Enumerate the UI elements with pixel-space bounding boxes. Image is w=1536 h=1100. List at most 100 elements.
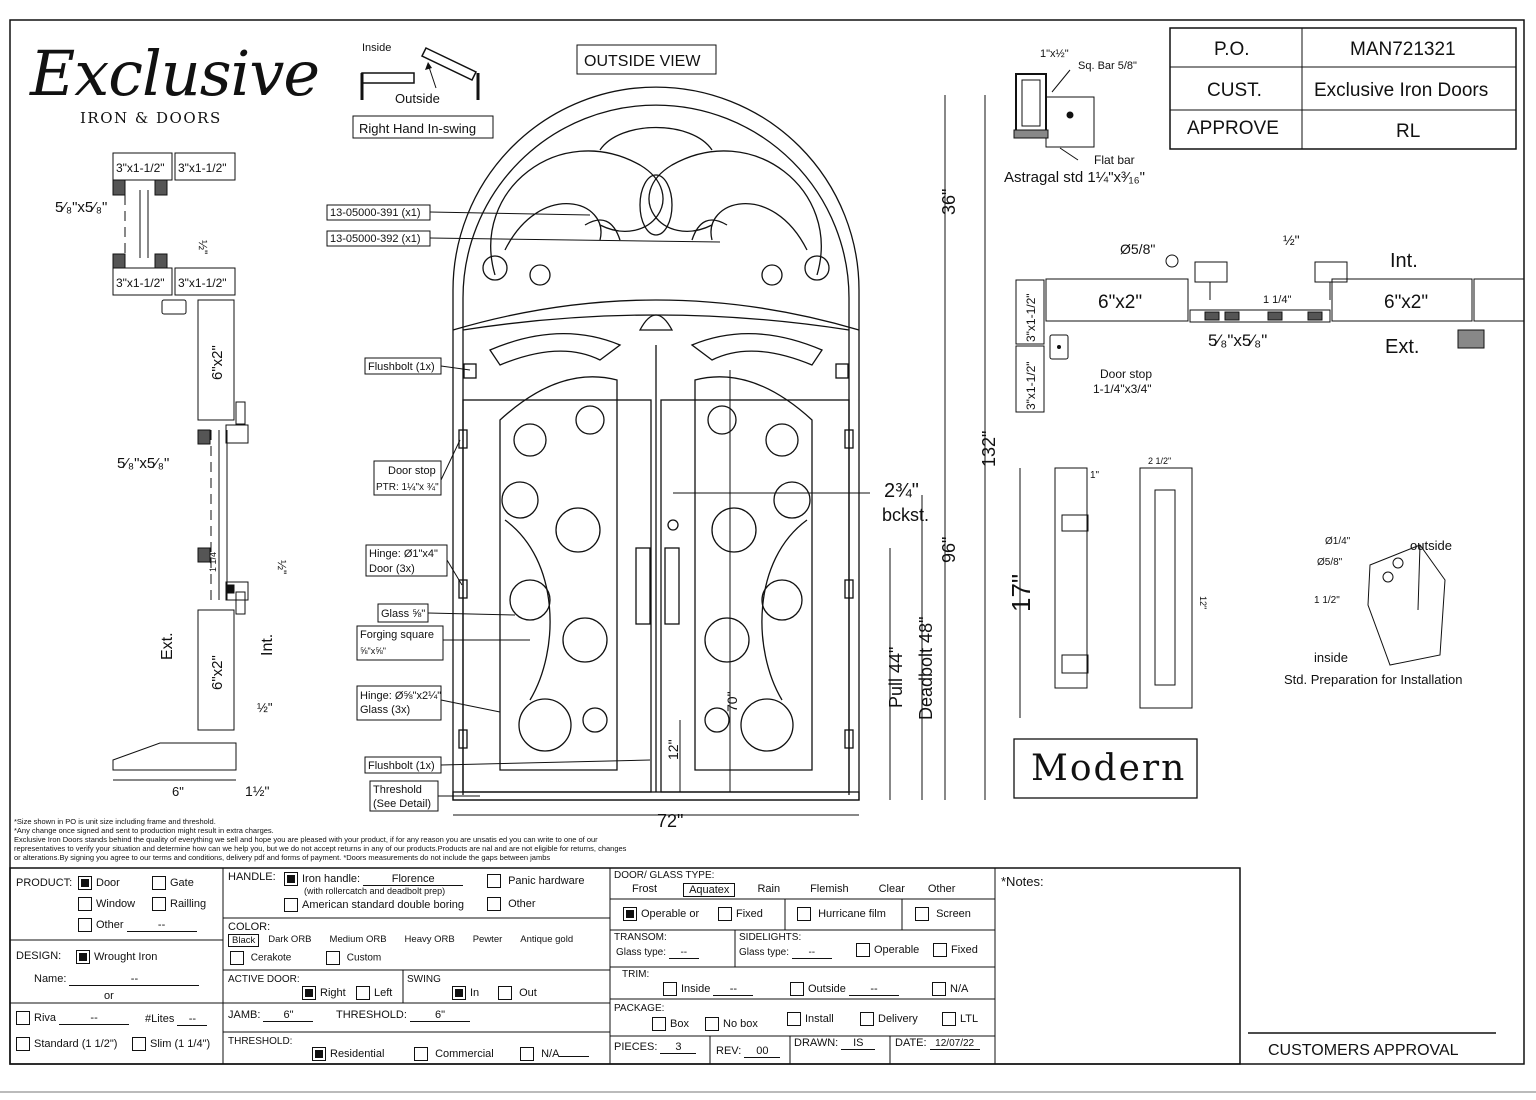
residential-checkbox[interactable]	[312, 1047, 326, 1061]
out-checkbox[interactable]	[498, 986, 512, 1000]
standard-checkbox[interactable]	[16, 1037, 30, 1051]
nobox-checkbox[interactable]	[705, 1017, 719, 1031]
product-window[interactable]: Window	[78, 897, 135, 911]
na-checkbox[interactable]	[520, 1047, 534, 1061]
jamb-field[interactable]: JAMB: 6"	[228, 1009, 314, 1022]
glass-flemish[interactable]: Flemish	[810, 883, 849, 895]
product-door[interactable]: Door	[78, 876, 120, 890]
svg-text:5⁄₈"x5⁄₈": 5⁄₈"x5⁄₈"	[1208, 331, 1267, 350]
lites-field[interactable]: #Lites --	[145, 1013, 208, 1026]
design-name[interactable]: Name: --	[34, 973, 200, 986]
thr-na[interactable]: N/A	[520, 1047, 590, 1061]
wrought-checkbox[interactable]	[76, 950, 90, 964]
sidelights-glass[interactable]: Glass type: --	[739, 947, 832, 959]
pkg-box[interactable]: Box	[652, 1017, 689, 1031]
frame-slim[interactable]: Slim (1 1/4")	[132, 1037, 210, 1051]
glass-rain[interactable]: Rain	[757, 883, 781, 895]
color-black[interactable]: Black	[228, 934, 260, 947]
frame-standard[interactable]: Standard (1 1/2")	[16, 1037, 117, 1051]
product-railing[interactable]: Railling	[152, 897, 206, 911]
riva-checkbox[interactable]	[16, 1011, 30, 1025]
glass-screen[interactable]: Screen	[915, 907, 971, 921]
fixed-checkbox[interactable]	[718, 907, 732, 921]
side-fixed[interactable]: Fixed	[933, 943, 978, 957]
svg-text:RL: RL	[1396, 121, 1420, 142]
side-fixed-checkbox[interactable]	[933, 943, 947, 957]
side-operable-checkbox[interactable]	[856, 943, 870, 957]
panic-checkbox[interactable]	[487, 874, 501, 888]
glass-clear[interactable]: Clear	[878, 883, 905, 895]
door-checkbox[interactable]	[78, 876, 92, 890]
svg-text:P.O.: P.O.	[1214, 39, 1250, 60]
design-riva[interactable]: Riva --	[16, 1011, 130, 1025]
color-cerakote[interactable]: Cerakote	[230, 951, 291, 965]
install-checkbox[interactable]	[787, 1012, 801, 1026]
drawn-field[interactable]: DRAWN: IS	[794, 1037, 876, 1050]
date-field[interactable]: DATE: 12/07/22	[895, 1037, 980, 1050]
pkg-nobox[interactable]: No box	[705, 1017, 758, 1031]
active-door-label: ACTIVE DOOR:	[228, 974, 300, 985]
in-checkbox[interactable]	[452, 986, 466, 1000]
rev-field[interactable]: REV: 00	[716, 1037, 781, 1058]
product-gate[interactable]: Gate	[152, 876, 194, 890]
slim-checkbox[interactable]	[132, 1037, 146, 1051]
pkg-delivery[interactable]: Delivery	[860, 1012, 918, 1026]
trim-inside[interactable]: Inside --	[663, 982, 754, 996]
trim-na[interactable]: N/A	[932, 982, 968, 996]
handle-iron[interactable]: Iron handle: Florence	[284, 872, 464, 886]
glass-hurricane[interactable]: Hurricane film	[797, 907, 886, 921]
trim-outside-checkbox[interactable]	[790, 982, 804, 996]
transom-glass[interactable]: Glass type: --	[616, 947, 699, 959]
color-dark-orb[interactable]: Dark ORB	[268, 934, 312, 945]
pieces-field[interactable]: PIECES: 3	[614, 1041, 697, 1054]
handle-other-checkbox[interactable]	[487, 897, 501, 911]
swing-out[interactable]: Out	[498, 986, 537, 1000]
trim-na-checkbox[interactable]	[932, 982, 946, 996]
color-custom[interactable]: Custom	[326, 951, 381, 965]
right-checkbox[interactable]	[302, 986, 316, 1000]
glass-other[interactable]: Other	[927, 883, 956, 895]
hurricane-checkbox[interactable]	[797, 907, 811, 921]
thr-commercial[interactable]: Commercial	[414, 1047, 494, 1061]
pkg-install[interactable]: Install	[787, 1012, 834, 1026]
glass-fixed[interactable]: Fixed	[718, 907, 763, 921]
product-other[interactable]: Other --	[78, 918, 197, 932]
trim-outside[interactable]: Outside --	[790, 982, 899, 996]
handle-panic[interactable]: Panic hardware	[487, 874, 585, 888]
color-pewter[interactable]: Pewter	[472, 934, 503, 945]
thr-residential[interactable]: Residential	[312, 1047, 384, 1061]
pkg-ltl[interactable]: LTL	[942, 1012, 978, 1026]
american-checkbox[interactable]	[284, 898, 298, 912]
trim-inside-checkbox[interactable]	[663, 982, 677, 996]
handle-other[interactable]: Other	[487, 897, 536, 911]
glass-aquatex[interactable]: Aquatex	[683, 883, 736, 897]
threshold-field[interactable]: THRESHOLD: 6"	[336, 1009, 470, 1022]
window-checkbox[interactable]	[78, 897, 92, 911]
delivery-checkbox[interactable]	[860, 1012, 874, 1026]
ltl-checkbox[interactable]	[942, 1012, 956, 1026]
active-left[interactable]: Left	[356, 986, 392, 1000]
color-heavy-orb[interactable]: Heavy ORB	[404, 934, 455, 945]
custom-checkbox[interactable]	[326, 951, 340, 965]
color-medium-orb[interactable]: Medium ORB	[329, 934, 387, 945]
active-right[interactable]: Right	[302, 986, 346, 1000]
box-checkbox[interactable]	[652, 1017, 666, 1031]
side-operable[interactable]: Operable	[856, 943, 919, 957]
handle-american[interactable]: American standard double boring	[284, 898, 464, 912]
swing-in[interactable]: In	[452, 986, 479, 1000]
iron-handle-checkbox[interactable]	[284, 872, 298, 886]
cerakote-checkbox[interactable]	[230, 951, 244, 965]
left-checkbox[interactable]	[356, 986, 370, 1000]
operable-checkbox[interactable]	[623, 907, 637, 921]
color-antique-gold[interactable]: Antique gold	[520, 934, 574, 945]
railing-checkbox[interactable]	[152, 897, 166, 911]
other-checkbox[interactable]	[78, 918, 92, 932]
glass-operable[interactable]: Operable or	[623, 907, 699, 921]
gate-checkbox[interactable]	[152, 876, 166, 890]
design-wrought[interactable]: Wrought Iron	[76, 950, 157, 964]
svg-text:Deadbolt 48": Deadbolt 48"	[916, 617, 936, 720]
commercial-checkbox[interactable]	[414, 1047, 428, 1061]
screen-checkbox[interactable]	[915, 907, 929, 921]
glass-frost[interactable]: Frost	[632, 883, 658, 895]
